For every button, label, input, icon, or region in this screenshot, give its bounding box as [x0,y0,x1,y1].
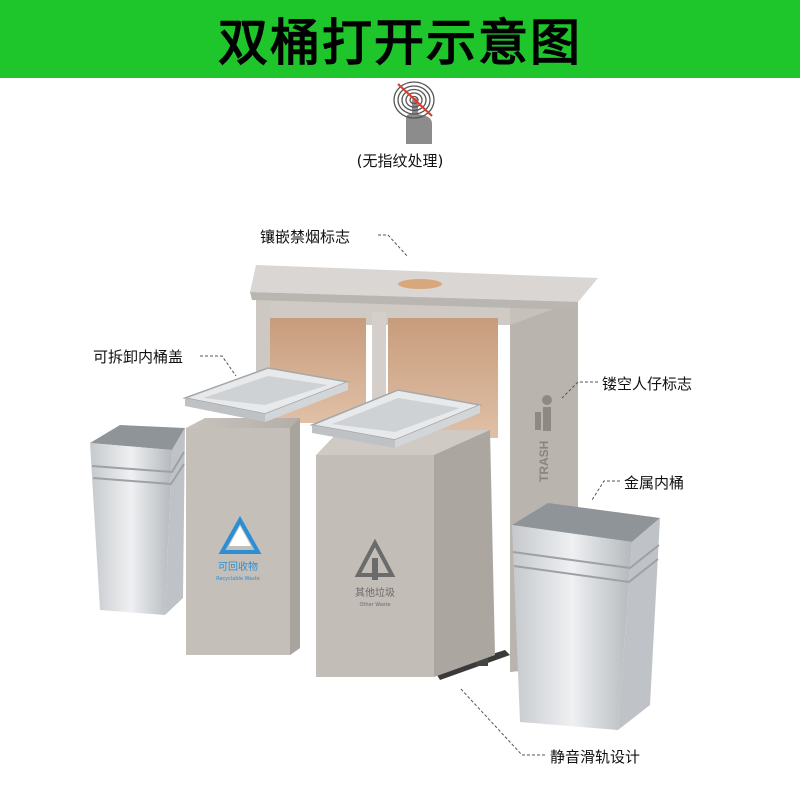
trash-side-text: TRASH [537,441,551,482]
header-banner: 双桶打开示意图 [0,0,800,78]
leader-slide-rail [459,687,545,756]
recyclable-label: 可回收物 [218,560,258,573]
left-lid-ring [182,367,351,422]
leader-smoking-sign [378,234,409,258]
callout-silent-slide-rail: 静音滑轨设计 [550,748,641,766]
right-metal-bucket [512,503,660,730]
top-lid [250,265,598,310]
other-waste-label-en: Other Waste [359,602,390,608]
other-waste-label: 其他垃圾 [355,586,395,599]
left-metal-bucket [90,425,185,615]
right-lid-ring [309,389,483,448]
callout-hollow-figure-sign: 镂空人仔标志 [602,375,693,393]
other-waste-icon [354,538,396,580]
callout-metal-inner-bucket: 金属内桶 [624,474,685,492]
leader-removable-lid [200,355,237,377]
left-drawer [186,418,300,655]
right-drawer [316,430,495,677]
fingerprint-caption: (无指纹处理) [356,152,444,170]
leader-metal-bucket [591,480,620,501]
page-title: 双桶打开示意图 [218,14,582,72]
leader-lines [200,234,620,756]
leader-hollow-figure [561,381,598,399]
hollow-figure-sign: TRASH [535,395,552,482]
recycle-icon [218,515,262,554]
recyclable-label-en: Recyclable Waste [216,576,260,582]
no-fingerprint-icon [386,80,440,146]
callout-smoking-sign: 镶嵌禁烟标志 [260,228,351,246]
callout-removable-lid: 可拆卸内桶盖 [93,348,184,366]
